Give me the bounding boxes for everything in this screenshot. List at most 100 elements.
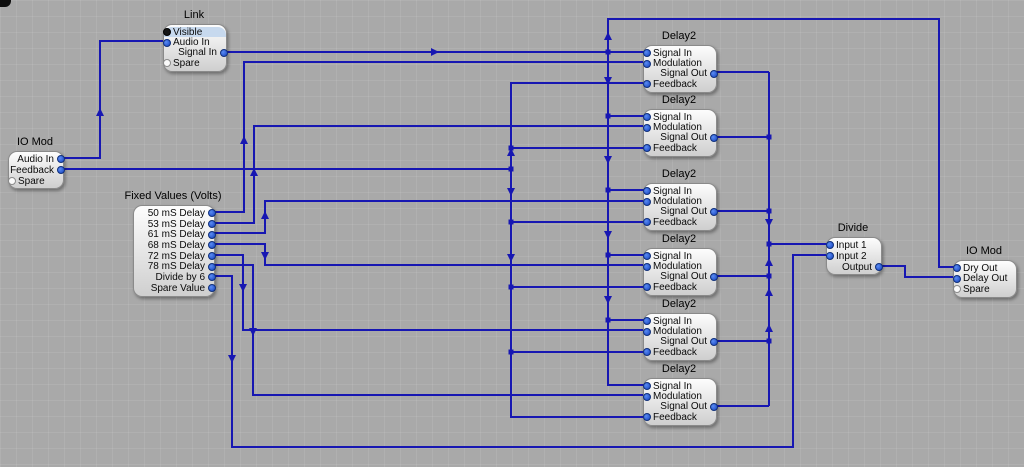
cable-arrow-down [765,219,773,227]
port-dot-connected[interactable] [56,166,65,175]
port-dot-connected[interactable] [709,69,718,78]
port-dot-connected[interactable] [642,144,651,153]
port-label: Signal In [653,380,692,392]
port-dot-connected[interactable] [56,155,65,164]
patch-cable[interactable] [211,253,647,332]
port-row-link: Spare [162,58,226,69]
port-dot-connected[interactable] [642,327,651,336]
port-label: Feedback [653,78,697,90]
port-row-delay-5: Signal In [642,316,716,327]
patch-cable[interactable] [59,39,167,160]
port-dot-open[interactable] [162,59,171,68]
port-dot-connected[interactable] [219,48,228,57]
patch-cable[interactable] [509,81,647,169]
port-dot-connected[interactable] [642,413,651,422]
patch-cable[interactable] [509,169,647,419]
port-dot-connected[interactable] [709,207,718,216]
port-dot-connected[interactable] [207,252,216,261]
port-row-link: Visible [162,27,226,38]
port-dot-connected[interactable] [207,284,216,293]
patch-cable[interactable] [606,17,957,269]
patch-cable[interactable] [211,242,647,267]
port-dot-connected[interactable] [642,392,651,401]
port-dot-connected[interactable] [642,382,651,391]
node-title-delay-5: Delay2 [661,298,697,310]
port-dot-connected[interactable] [709,133,718,142]
port-dot-connected[interactable] [825,241,834,250]
cable-arrow-down [239,284,247,292]
cable-arrow-up [96,108,104,116]
patch-cable[interactable] [211,60,647,214]
port-dot-connected[interactable] [952,274,961,283]
port-label: Signal In [178,47,217,59]
port-dot-connected[interactable] [207,273,216,282]
port-dot-connected[interactable] [642,80,651,89]
port-dot-connected[interactable] [642,218,651,227]
port-dot-connected[interactable] [642,262,651,271]
port-row-iomod-left: Spare [7,176,63,187]
port-row-delay-2: Feedback [642,142,716,154]
port-dot-connected[interactable] [642,113,651,122]
port-row-iomod-right: Delay Out [952,273,1016,284]
port-label: 50 mS Delay [147,207,205,219]
port-dot-connected[interactable] [207,262,216,271]
port-dot-connected[interactable] [642,252,651,261]
port-row-delay-3: Signal In [642,186,716,197]
port-label: Signal Out [660,336,707,348]
port-dot-connected[interactable] [642,197,651,206]
port-label: 68 mS Delay [147,239,205,251]
cable-junction [766,134,772,140]
patch-cable[interactable] [211,253,830,449]
port-dot-connected[interactable] [162,38,171,47]
port-dot-connected[interactable] [207,241,216,250]
port-row-delay-4: Signal In [642,251,716,262]
port-row-delay-5: Signal Out [644,336,718,348]
port-dot-connected[interactable] [642,283,651,292]
port-dot-connected[interactable] [874,262,883,271]
port-row-divide: Input 1 [825,240,881,251]
cable-junction [766,208,772,214]
patch-cable[interactable] [211,199,647,235]
node-title-delay-4: Delay2 [661,233,697,245]
port-dot-connected[interactable] [642,187,651,196]
port-dot-connected[interactable] [642,59,651,68]
port-dot-connected[interactable] [709,337,718,346]
port-dot-open[interactable] [7,176,16,185]
port-dot-open[interactable] [952,285,961,294]
patch-cable[interactable] [211,124,647,225]
port-dot-connected[interactable] [642,348,651,357]
port-row-delay-3: Modulation [642,196,716,207]
port-label: Modulation [653,122,702,134]
port-dot-connected[interactable] [709,272,718,281]
port-dot-connected[interactable] [642,317,651,326]
port-dot-connected[interactable] [207,209,216,218]
port-label: Modulation [653,326,702,338]
cable-junction [508,284,514,290]
port-dot-connected[interactable] [207,230,216,239]
port-dot-connected[interactable] [642,123,651,132]
port-label: Feedback [653,346,697,358]
port-dot-connected[interactable] [825,252,834,261]
patch-cable[interactable] [878,264,957,279]
port-dot-connected[interactable] [709,402,718,411]
port-dot-connected[interactable] [642,49,651,58]
port-dot-connected[interactable] [162,28,171,37]
port-label: 61 mS Delay [147,229,205,241]
port-row-delay-4: Modulation [642,261,716,272]
cable-arrow-up [765,324,773,332]
port-label: Feedback [653,142,697,154]
port-dot-connected[interactable] [952,264,961,273]
port-dot-connected[interactable] [207,220,216,229]
